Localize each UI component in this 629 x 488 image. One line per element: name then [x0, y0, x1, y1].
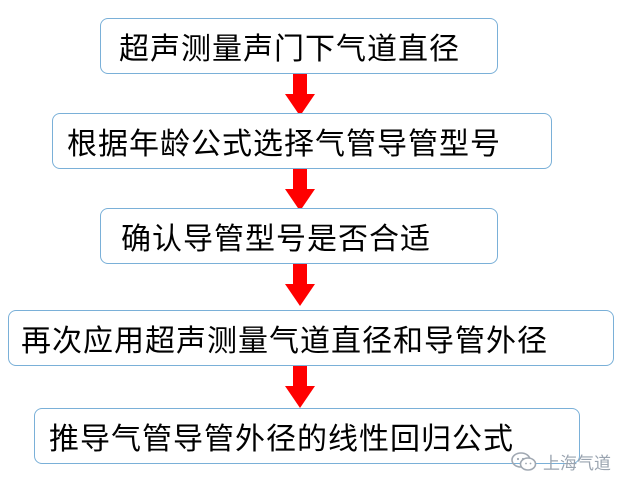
step-1-box: 超声测量声门下气道直径 — [100, 18, 498, 74]
down-arrow-4 — [285, 366, 315, 408]
wechat-icon — [511, 451, 537, 471]
step-2-box: 根据年龄公式选择气管导管型号 — [52, 113, 552, 169]
step-5-label: 推导气管导管外径的线性回归公式 — [49, 422, 514, 457]
down-arrow-1 — [285, 74, 315, 116]
step-4-label: 再次应用超声测量气道直径和导管外径 — [21, 324, 548, 359]
step-1-label: 超声测量声门下气道直径 — [119, 32, 460, 67]
step-5-box: 推导气管导管外径的线性回归公式 — [34, 408, 580, 464]
step-4-box: 再次应用超声测量气道直径和导管外径 — [8, 310, 614, 366]
step-3-label: 确认导管型号是否合适 — [121, 222, 431, 257]
step-2-label: 根据年龄公式选择气管导管型号 — [67, 127, 501, 162]
down-arrow-2 — [285, 169, 315, 211]
step-3-box: 确认导管型号是否合适 — [100, 208, 498, 264]
down-arrow-3 — [285, 264, 315, 306]
watermark-text: 上海气道 — [543, 454, 611, 474]
watermark: 上海气道 — [511, 449, 611, 474]
